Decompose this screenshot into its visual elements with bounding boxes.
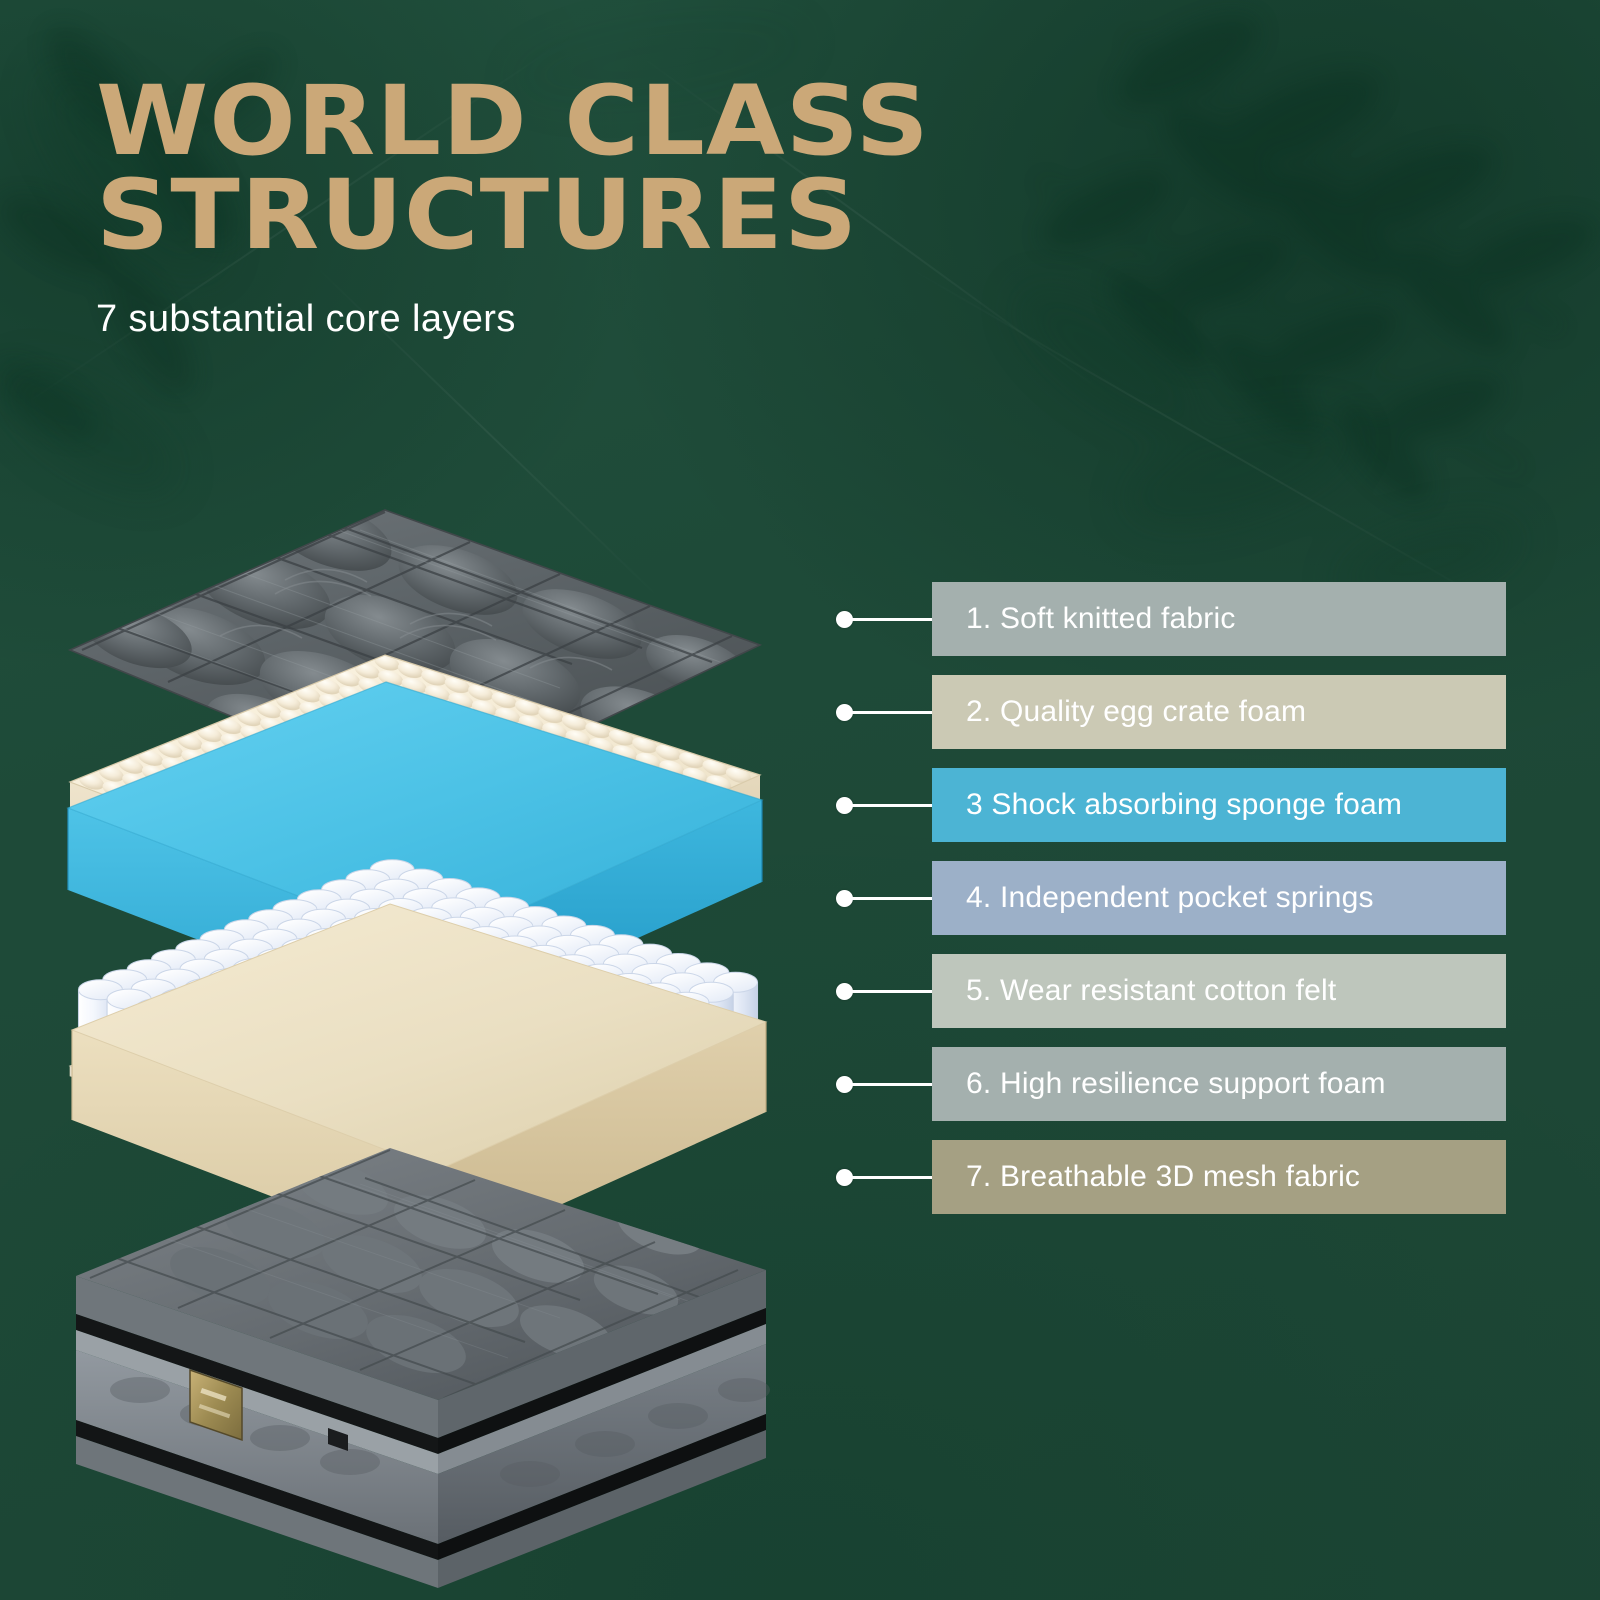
connector-dot-icon [836, 982, 853, 1000]
label-row-3[interactable]: 3 Shock absorbing sponge foam [820, 768, 1506, 842]
label-text-3: 3 Shock absorbing sponge foam [966, 788, 1403, 821]
label-row-7[interactable]: 7. Breathable 3D mesh fabric [820, 1140, 1506, 1214]
label-bar-7[interactable]: 7. Breathable 3D mesh fabric [932, 1140, 1506, 1214]
connector-dot-icon [836, 1075, 853, 1093]
connector-line [850, 710, 946, 714]
leader-connector-3 [820, 768, 948, 842]
layer-breathable-3d-mesh-mattress-base [76, 1148, 770, 1588]
label-bar-5[interactable]: 5. Wear resistant cotton felt [932, 954, 1506, 1028]
connector-line [850, 617, 946, 621]
label-text-4: 4. Independent pocket springs [966, 881, 1374, 914]
connector-line [850, 803, 946, 807]
label-text-5: 5. Wear resistant cotton felt [966, 974, 1337, 1007]
label-text-1: 1. Soft knitted fabric [966, 602, 1236, 635]
label-bar-4[interactable]: 4. Independent pocket springs [932, 861, 1506, 935]
label-bar-6[interactable]: 6. High resilience support foam [932, 1047, 1506, 1121]
connector-dot-icon [836, 610, 853, 628]
page-subtitle: 7 substantial core layers [96, 298, 516, 341]
page-title: WORLD CLASS STRUCTURES [96, 65, 930, 272]
label-bar-1[interactable]: 1. Soft knitted fabric [932, 582, 1506, 656]
label-text-6: 6. High resilience support foam [966, 1067, 1386, 1100]
label-row-5[interactable]: 5. Wear resistant cotton felt [820, 954, 1506, 1028]
connector-line [850, 1175, 946, 1179]
label-text-7: 7. Breathable 3D mesh fabric [966, 1160, 1361, 1193]
exploded-mattress-illustration [60, 470, 820, 1588]
label-row-6[interactable]: 6. High resilience support foam [820, 1047, 1506, 1121]
leader-connector-7 [820, 1140, 948, 1214]
connector-line [850, 989, 946, 993]
label-bar-2[interactable]: 2. Quality egg crate foam [932, 675, 1506, 749]
connector-dot-icon [836, 796, 853, 814]
leader-connector-4 [820, 861, 948, 935]
connector-line [850, 1082, 946, 1086]
leader-connector-2 [820, 675, 948, 749]
connector-dot-icon [836, 889, 853, 907]
label-row-2[interactable]: 2. Quality egg crate foam [820, 675, 1506, 749]
connector-line [850, 896, 946, 900]
label-bar-3[interactable]: 3 Shock absorbing sponge foam [932, 768, 1506, 842]
leader-connector-5 [820, 954, 948, 1028]
label-row-1[interactable]: 1. Soft knitted fabric [820, 582, 1506, 656]
leader-connector-6 [820, 1047, 948, 1121]
label-row-4[interactable]: 4. Independent pocket springs [820, 861, 1506, 935]
label-text-2: 2. Quality egg crate foam [966, 695, 1307, 728]
brand-tag [189, 1368, 243, 1442]
connector-dot-icon [836, 1168, 853, 1186]
header-block: WORLD CLASS STRUCTURES 7 substantial cor… [96, 73, 996, 341]
connector-dot-icon [836, 703, 853, 721]
leader-connector-1 [820, 582, 948, 656]
